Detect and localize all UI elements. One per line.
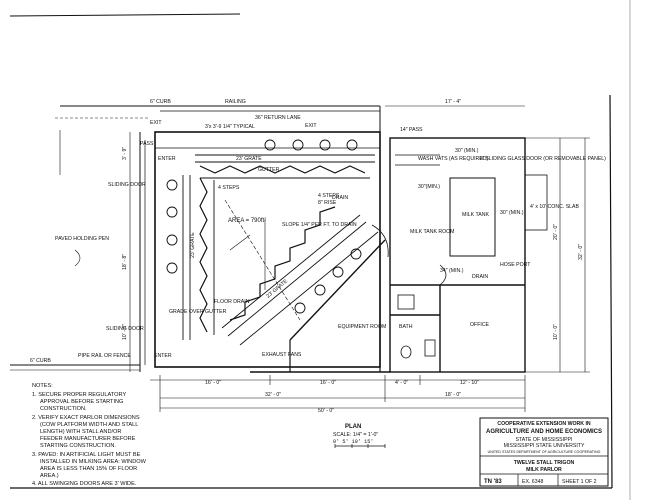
grate-left-label: 23' GRATE — [190, 232, 196, 258]
left-stall-row — [166, 175, 215, 340]
step-rise-label: 8" RISE — [318, 200, 337, 206]
pit-annotations — [224, 199, 301, 321]
drain-tank-label: DRAIN — [472, 274, 488, 280]
dim-bottom-1: 16' - 0" — [205, 380, 221, 386]
upper-stall-row — [195, 139, 375, 179]
railing-label: RAILING — [225, 99, 246, 105]
dim-top-right: 17' - 4" — [445, 99, 461, 105]
grate-top-label: 23' GRATE — [236, 156, 262, 162]
pass-left-label: PASS — [140, 141, 154, 147]
note-line: 2. VERIFY EXACT PARLOR DIMENSIONS — [32, 415, 140, 421]
steps-left-label: 4 STEPS — [218, 185, 240, 191]
min-30-top: 30" (MIN.) — [455, 148, 479, 154]
min-34: 34" (MIN.) — [440, 268, 464, 274]
milk-tank-room-label: MILK TANK ROOM — [410, 229, 454, 235]
note-line: INSTALLED IN MILKING AREA: WINDOW — [40, 459, 147, 465]
milk-tank-label: MILK TANK — [462, 212, 489, 218]
curb-bottom-label: 6" CURB — [30, 358, 51, 364]
typical-label: 3'x 3'-9 1/4" TYPICAL — [205, 124, 255, 130]
sliding-door-bottom-label: SLIDING DOOR — [106, 326, 144, 332]
steps-right-label: 4 STEPS — [318, 193, 340, 199]
conc-slab-label: 4' x 10' CONC. SLAB — [530, 204, 580, 210]
dim-bottom-6: 18' - 0" — [445, 392, 461, 398]
note-line: STARTING CONSTRUCTION. — [40, 443, 116, 449]
min-30-right: 30" (MIN.) — [500, 210, 524, 216]
dim-right-total: 32' - 0" — [578, 244, 584, 260]
scale-label: SCALE: 1/4" = 1'-0" — [333, 432, 378, 438]
equipment-room-walls — [250, 240, 390, 373]
enter-bottom-label: ENTER — [154, 353, 172, 359]
left-dimension-lines — [10, 130, 140, 372]
note-line: 3. PAVED: IN ARTIFICIAL LIGHT MUST BE — [32, 452, 141, 458]
note-line: CONSTRUCTION. — [40, 406, 87, 412]
title-block-line4: MISSISSIPPI STATE UNIVERSITY — [504, 443, 585, 449]
sliding-glass-door-label: 8' SLIDING GLASS DOOR (OR REMOVABLE PANE… — [480, 156, 606, 162]
drain-label: DRAIN — [332, 195, 348, 201]
dim-bottom-3: 4' - 0" — [395, 380, 408, 386]
equipment-room-label: EQUIPMENT ROOM — [338, 324, 386, 330]
dim-bottom-7: 50' - 0" — [318, 408, 334, 414]
notes-block: NOTES: 1. SECURE PROPER REGULATORY APPRO… — [32, 383, 147, 487]
exit-right-label: EXIT — [305, 123, 317, 129]
title-block-line1: COOPERATIVE EXTENSION WORK IN — [497, 421, 591, 427]
right-dimension-lines — [524, 137, 590, 373]
bath-label: BATH — [399, 324, 413, 330]
note-line: 4. ALL SWINGING DOORS ARE 3' WIDE. — [32, 481, 137, 487]
exit-left-label: EXIT — [150, 120, 162, 126]
dim-bottom-4: 12' - 10" — [460, 380, 479, 386]
dim-left-top: 3' - 9" — [122, 147, 128, 160]
hose-port-label: HOSE PORT — [500, 262, 531, 268]
pass-top-label: 14" PASS — [400, 127, 423, 133]
note-line: 1. SECURE PROPER REGULATORY — [32, 392, 126, 398]
drawing-subtitle: MILK PARLOR — [526, 467, 562, 473]
dim-left-lower: 10' - 6" — [122, 324, 128, 340]
note-line: AREA.) — [40, 473, 59, 479]
drawing-ex: EX. 6348 — [522, 479, 543, 485]
scale-bar-label: 0' 5' 10' 15' — [333, 439, 373, 445]
diagonal-stall-row — [221, 206, 386, 346]
grade-gutter-label: GRADE OVER GUTTER — [169, 309, 227, 315]
exhaust-fans-label: EXHAUST FANS — [262, 352, 302, 358]
bottom-dimension-lines — [150, 375, 526, 412]
pipe-rail-label: PIPE RAIL OR FENCE — [78, 353, 131, 359]
drawing-number: TN '83 — [484, 479, 502, 485]
enter-top-label: ENTER — [158, 156, 176, 162]
note-line: LENGTH) WITH STALL AND/OR — [40, 429, 121, 435]
sheet-number: SHEET 1 OF 2 — [562, 479, 597, 485]
note-line: APPROVAL BEFORE STARTING — [40, 399, 123, 405]
scale-bar — [334, 444, 386, 448]
min-30-mid: 30"(MIN.) — [418, 184, 440, 190]
sliding-door-top-label: SLIDING DOOR — [108, 182, 146, 188]
holding-pen-label: PAVED HOLDING PEN — [55, 236, 109, 242]
note-line: FEEDER MANUFACTURER BEFORE — [40, 436, 136, 442]
dim-right-lower: 10' - 0" — [553, 324, 559, 340]
note-line: (COW PLATFORM WIDTH AND STALL — [40, 422, 138, 428]
gutter-label: GUTTER — [258, 167, 280, 173]
plan-title: PLAN — [345, 424, 361, 430]
curb-top-label: 6" CURB — [150, 99, 171, 105]
top-curb-railing — [55, 105, 381, 140]
area-label: AREA = 790ft² — [228, 218, 266, 224]
title-block-line2: AGRICULTURE AND HOME ECONOMICS — [486, 429, 602, 435]
sheet-border — [9, 0, 631, 500]
dim-left-upper: 18' - 8" — [122, 254, 128, 270]
milkhouse-walls — [371, 137, 526, 373]
title-block-line3: STATE OF MISSISSIPPI — [516, 437, 573, 443]
return-lane-label: 36" RETURN LANE — [255, 115, 301, 121]
dim-right-upper: 20' - 0" — [553, 224, 559, 240]
dim-bottom-2: 16' - 0" — [320, 380, 336, 386]
drawing-title: TWELVE STALL TRIGON — [514, 460, 575, 466]
office-label: OFFICE — [470, 322, 490, 328]
slope-label: SLOPE 1/4" PER FT. TO DRAIN — [282, 222, 357, 228]
notes-heading: NOTES: — [32, 383, 53, 389]
floor-drain-label: FLOOR DRAIN — [214, 299, 250, 305]
note-line: AREA IS LESS THAN 15% OF FLOOR — [40, 466, 137, 472]
wash-vats-label: WASH VATS (AS REQUIRED) — [418, 156, 488, 162]
title-block-line5: UNITED STATES DEPARTMENT OF AGRICULTURE … — [488, 450, 601, 454]
title-block: COOPERATIVE EXTENSION WORK IN AGRICULTUR… — [479, 417, 609, 487]
dim-bottom-5: 32' - 0" — [265, 392, 281, 398]
